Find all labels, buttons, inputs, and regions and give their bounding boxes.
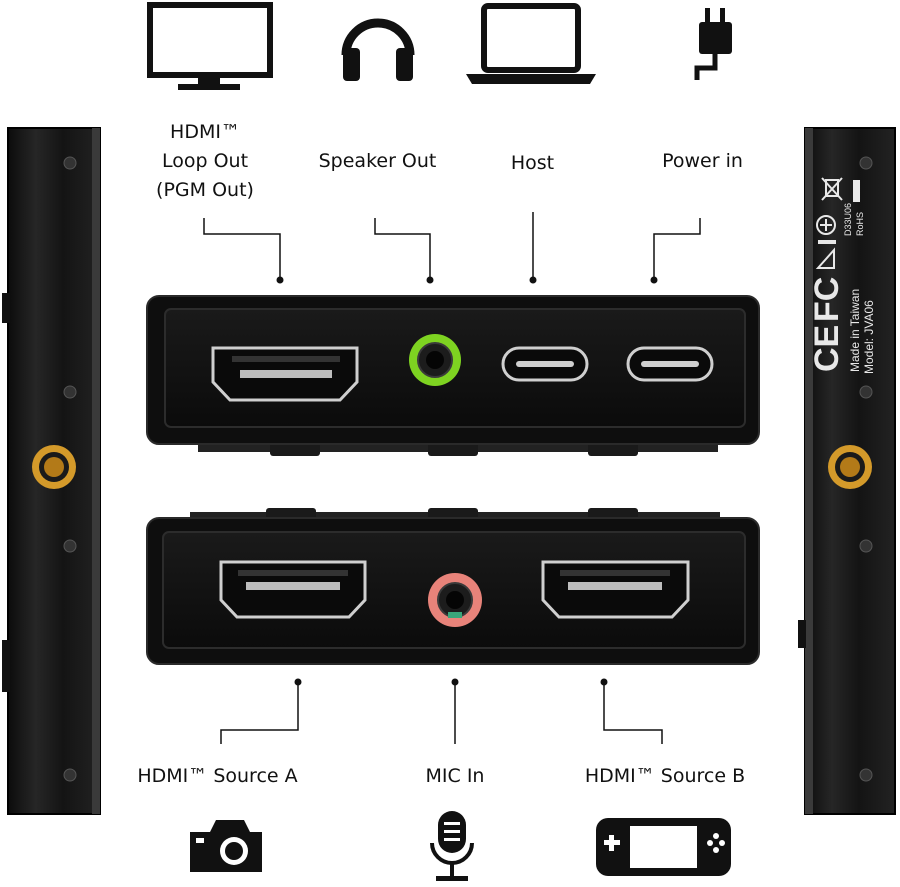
- mount-hole: [828, 445, 872, 489]
- callout-lines-bottom: [220, 682, 663, 744]
- hdmi-source-a-label: HDMI™ Source A: [137, 765, 298, 787]
- hdmi-loop-out-label: HDMI™ Loop Out (PGM Out): [140, 118, 270, 205]
- weee-bin-icon: [821, 177, 843, 201]
- game-console-icon: [596, 818, 731, 876]
- model-text: Model: JVA06: [862, 300, 876, 374]
- switcher-bottom-device: [146, 508, 760, 665]
- host-label: Host: [510, 152, 555, 174]
- cert-code-mark: D33U06: [843, 202, 853, 236]
- mic-in-label: MIC In: [425, 765, 485, 787]
- label-line: (PGM Out): [156, 179, 254, 201]
- hdmi-source-a-port: [219, 560, 367, 619]
- callout-lines-top: [203, 212, 701, 278]
- headphones-icon: [341, 18, 415, 81]
- left-side-panel: [2, 127, 101, 815]
- mount-hole: [32, 445, 76, 489]
- power-in-label: Power in: [662, 150, 743, 172]
- cert-fc-mark: FC: [808, 276, 846, 322]
- switcher-top-device: [146, 295, 760, 456]
- made-in-text: Made in Taiwan: [848, 288, 862, 372]
- hdmi-loop-out-port: [211, 346, 359, 402]
- label-line: HDMI™: [170, 121, 240, 143]
- microphone-icon: [430, 811, 474, 881]
- host-usbc-port: [501, 346, 589, 382]
- cert-ce-mark: CE: [808, 324, 846, 372]
- mic-in-jack: [428, 573, 482, 627]
- hdmi-source-b-label: HDMI™ Source B: [584, 765, 746, 787]
- cert-rohs-mark: RoHS: [855, 211, 865, 236]
- label-line: Loop Out: [161, 150, 249, 172]
- right-side-panel: [798, 127, 896, 815]
- tv-icon: [147, 2, 273, 90]
- hdmi-source-b-port: [541, 560, 690, 619]
- laptop-icon: [466, 3, 596, 84]
- power-plug-icon: [694, 8, 732, 80]
- cert-circle-icon: [816, 215, 836, 235]
- camera-icon: [190, 820, 262, 872]
- speaker-out-label: Speaker Out: [318, 150, 437, 172]
- speaker-out-jack: [409, 334, 461, 386]
- cert-triangle-icon: [815, 247, 835, 269]
- power-usbc-port: [626, 346, 714, 382]
